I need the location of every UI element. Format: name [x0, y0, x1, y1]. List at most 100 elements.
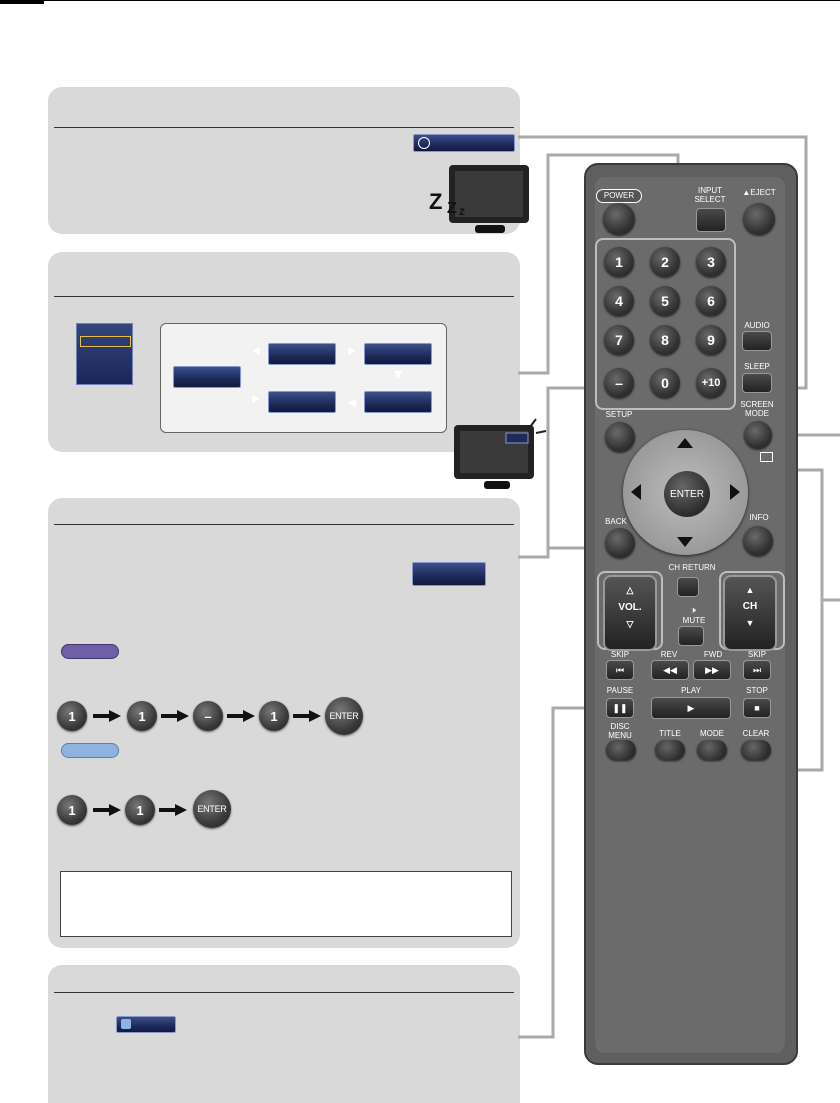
num-4-button[interactable]: 4 [604, 286, 634, 316]
pause-button[interactable]: ❚❚ [606, 698, 634, 718]
pause-icon [121, 1019, 131, 1029]
input-option-box [268, 343, 336, 365]
input-select-button[interactable] [696, 208, 726, 232]
eject-button[interactable] [743, 203, 775, 235]
title-button[interactable] [655, 740, 685, 760]
vol-down-icon: ▽ [626, 619, 634, 629]
eject-label: ▲EJECT [742, 188, 776, 197]
input-option-box [173, 366, 241, 388]
arrow-left-icon [631, 484, 641, 500]
num-7-button[interactable]: 7 [604, 325, 634, 355]
svg-text:Z: Z [429, 189, 442, 214]
play-button[interactable]: ▶ [651, 697, 731, 719]
tv-icon [454, 418, 547, 489]
rewind-button[interactable]: ◀◀ [651, 660, 689, 680]
ch-return-button[interactable] [677, 577, 699, 597]
arrow-icon [252, 395, 260, 403]
channel-osd-box [412, 562, 486, 586]
pause-osd-bar [116, 1016, 176, 1033]
arrow-right-icon [161, 710, 189, 722]
audio-label: AUDIO [744, 321, 770, 330]
disc-menu-button[interactable] [606, 740, 636, 760]
audio-button[interactable] [742, 331, 772, 351]
vol-label: VOL. [618, 602, 642, 613]
number-button: 1 [127, 701, 157, 731]
setup-label: SETUP [605, 410, 633, 419]
svg-text:Z: Z [447, 200, 457, 217]
screen-mode-button[interactable] [744, 421, 772, 449]
enter-button: ENTER [325, 697, 363, 735]
ch-return-label: CH RETURN [668, 563, 716, 572]
top-tab-mark [0, 0, 44, 4]
skip-forward-label: SKIP [747, 650, 767, 659]
sleep-osd-bar [413, 134, 515, 152]
screen-mode-label: SCREEN MODE [740, 400, 774, 418]
input-option-box [364, 391, 432, 413]
dpad-arrows [631, 438, 740, 547]
digital-label-pill [61, 644, 119, 659]
enter-button[interactable]: ENTER [664, 471, 710, 517]
title-label: TITLE [659, 729, 681, 738]
stop-button[interactable]: ■ [743, 698, 771, 718]
sleep-button[interactable] [742, 373, 772, 393]
rev-label: REV [660, 650, 678, 659]
num-6-button[interactable]: 6 [696, 286, 726, 316]
note-box [60, 871, 512, 937]
skip-back-label: SKIP [610, 650, 630, 659]
mute-icon: 🕨 [690, 605, 696, 615]
number-button: 1 [57, 795, 87, 825]
input-option-box [364, 343, 432, 365]
skip-forward-button[interactable]: ⏭ [743, 660, 771, 680]
clear-label: CLEAR [742, 729, 770, 738]
num-0-button[interactable]: 0 [650, 368, 680, 398]
stop-label: STOP [746, 686, 768, 695]
top-rule [0, 0, 840, 1]
dash-button: – [193, 701, 223, 731]
svg-text:z: z [459, 204, 465, 218]
back-label: BACK [605, 517, 627, 526]
num-5-button[interactable]: 5 [650, 286, 680, 316]
input-menu-osd [76, 323, 133, 385]
num-8-button[interactable]: 8 [650, 325, 680, 355]
info-button[interactable] [743, 526, 773, 556]
number-button: 1 [259, 701, 289, 731]
skip-back-button[interactable]: ⏮ [606, 660, 634, 680]
num-1-button[interactable]: 1 [604, 247, 634, 277]
pause-label: PAUSE [606, 686, 634, 695]
clock-icon [418, 137, 430, 149]
arrow-right-icon [293, 710, 321, 722]
info-label: INFO [749, 513, 769, 522]
sleep-label: SLEEP [744, 362, 770, 371]
plus-10-button[interactable]: +10 [696, 368, 726, 398]
mute-button[interactable] [678, 626, 704, 646]
mode-button[interactable] [697, 740, 727, 760]
mode-label: MODE [700, 729, 724, 738]
arrow-icon [348, 399, 356, 407]
cycle-arrows [252, 347, 445, 407]
sleep-timer-panel [48, 87, 520, 234]
dash-button[interactable]: – [604, 368, 634, 398]
mute-label: MUTE [682, 616, 706, 625]
menu-highlight [80, 336, 131, 347]
back-button[interactable] [605, 528, 635, 558]
setup-button[interactable] [605, 422, 635, 452]
power-button[interactable] [603, 203, 635, 235]
input-select-label: INPUT SELECT [694, 186, 726, 204]
panel-divider [54, 524, 514, 525]
input-option-box [268, 391, 336, 413]
ch-label: CH [742, 601, 758, 612]
num-9-button[interactable]: 9 [696, 325, 726, 355]
clear-button[interactable] [741, 740, 771, 760]
enter-button: ENTER [193, 790, 231, 828]
arrow-right-icon [93, 710, 121, 722]
volume-rocker[interactable]: △ VOL. ▽ [603, 575, 657, 651]
channel-rocker[interactable]: ▲ CH ▼ [723, 575, 777, 651]
panel-divider [54, 992, 514, 993]
fast-forward-button[interactable]: ▶▶ [693, 660, 731, 680]
arrow-right-icon [730, 484, 740, 500]
arrow-right-icon [227, 710, 255, 722]
num-3-button[interactable]: 3 [696, 247, 726, 277]
pause-panel [48, 965, 520, 1103]
num-2-button[interactable]: 2 [650, 247, 680, 277]
fwd-label: FWD [703, 650, 723, 659]
